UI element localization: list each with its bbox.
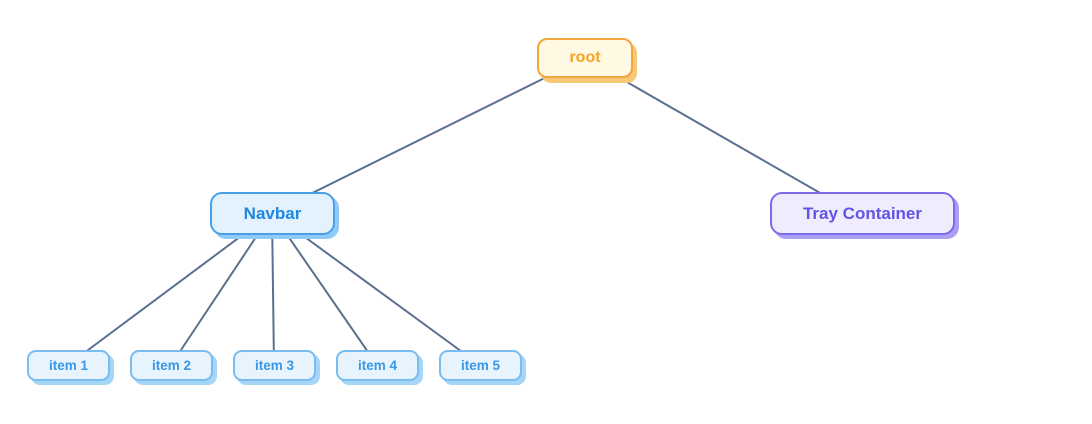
tree-node-navbar[interactable]: Navbar	[210, 192, 335, 235]
edge-navbar-item1	[67, 212, 273, 366]
edge-root-navbar	[271, 57, 586, 214]
tree-node-tray-container[interactable]: Tray Container	[770, 192, 955, 235]
edge-navbar-item3	[271, 212, 275, 366]
tree-node-item-2[interactable]: item 2	[130, 350, 213, 381]
edge-navbar-item5	[271, 212, 481, 366]
tree-node-root[interactable]: root	[537, 38, 633, 78]
tree-node-item-5[interactable]: item 5	[439, 350, 522, 381]
tree-node-item-4[interactable]: item 4	[336, 350, 419, 381]
edge-root-tray	[584, 57, 856, 214]
edge-navbar-item2	[170, 212, 273, 366]
tree-node-item-3[interactable]: item 3	[233, 350, 316, 381]
tree-node-item-1[interactable]: item 1	[27, 350, 110, 381]
edge-navbar-item4	[271, 212, 378, 366]
